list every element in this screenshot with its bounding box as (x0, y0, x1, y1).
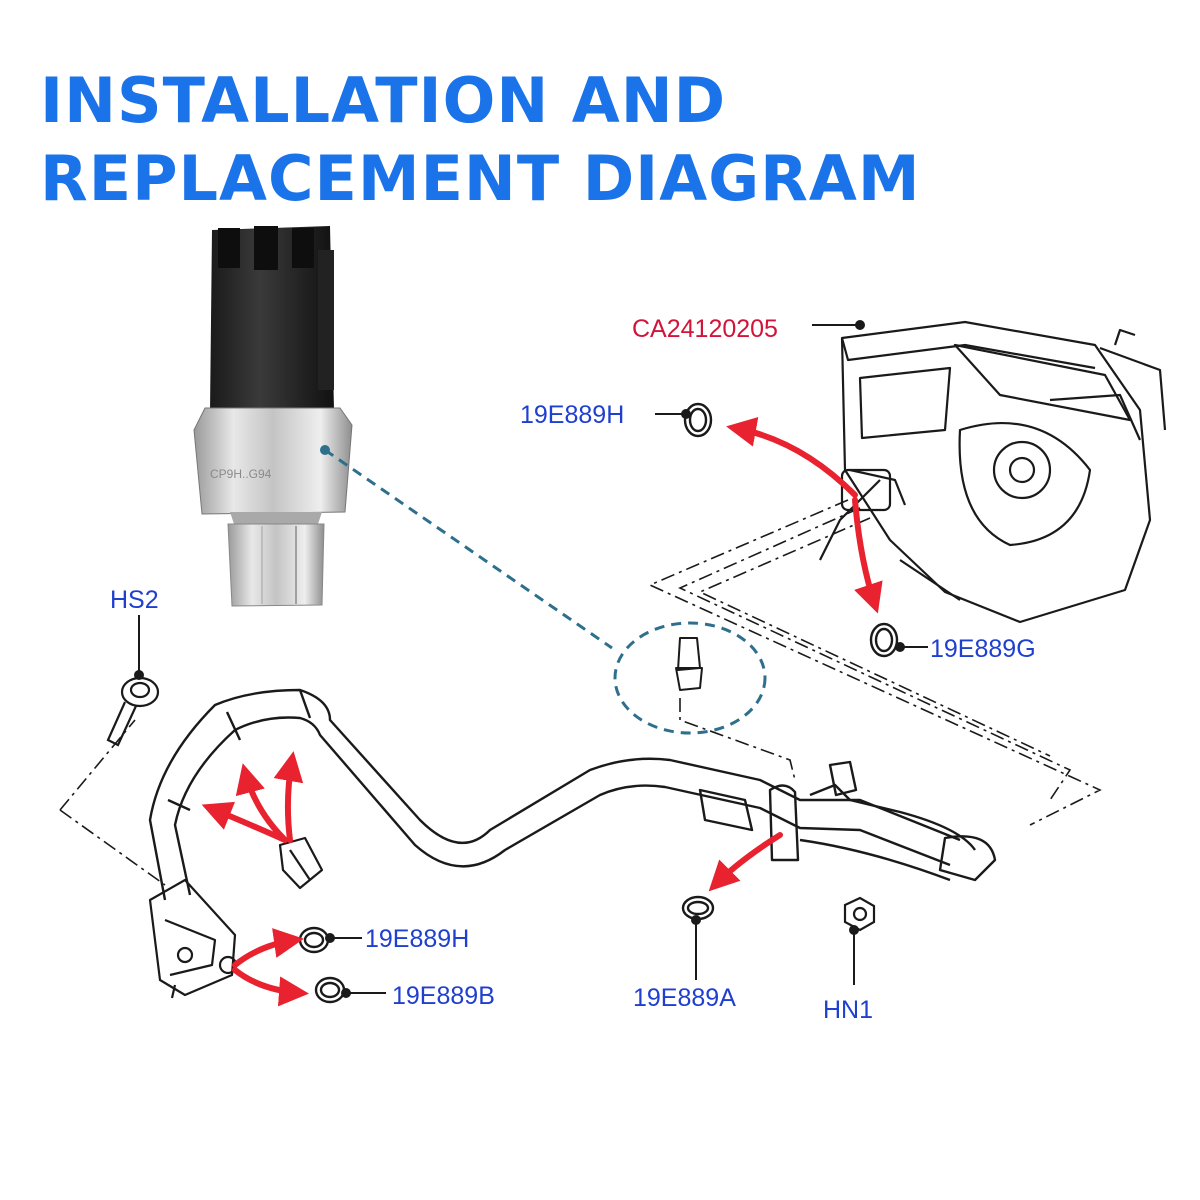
leader-lines (134, 320, 928, 998)
label-oring-top: 19E889H (520, 401, 624, 429)
refrigerant-line (148, 688, 997, 901)
callout-dot (320, 445, 330, 455)
oring-icon (869, 622, 899, 658)
oring-icon (683, 402, 713, 438)
label-evaporator: CA24120205 (632, 315, 778, 343)
label-oring-right: 19E889G (930, 635, 1036, 663)
label-oring-left-top: 19E889H (365, 925, 469, 953)
installed-sensor (675, 637, 703, 691)
label-oring-left-bottom: 19E889B (392, 982, 495, 1010)
title-line-1: INSTALLATION AND (40, 64, 727, 137)
routing-lines (59, 499, 1102, 886)
evaporator-housing (819, 320, 1167, 624)
clamp-part (278, 836, 324, 890)
sensor-engraving: CP9H..G94 (210, 467, 272, 481)
nut-icon (843, 896, 876, 932)
sensor-callout (324, 448, 767, 735)
page-title: INSTALLATION AND REPLACEMENT DIAGRAM (40, 62, 921, 218)
pressure-switch-photo: CP9H..G94 (193, 226, 353, 607)
o-rings (298, 402, 899, 1004)
bolt-icon (106, 676, 160, 747)
label-oring-mid: 19E889A (633, 984, 736, 1012)
left-fitting (148, 878, 238, 999)
label-nut: HN1 (823, 996, 873, 1024)
title-line-2: REPLACEMENT DIAGRAM (40, 142, 921, 215)
label-bolt: HS2 (110, 586, 159, 614)
red-arrows (201, 417, 883, 1007)
